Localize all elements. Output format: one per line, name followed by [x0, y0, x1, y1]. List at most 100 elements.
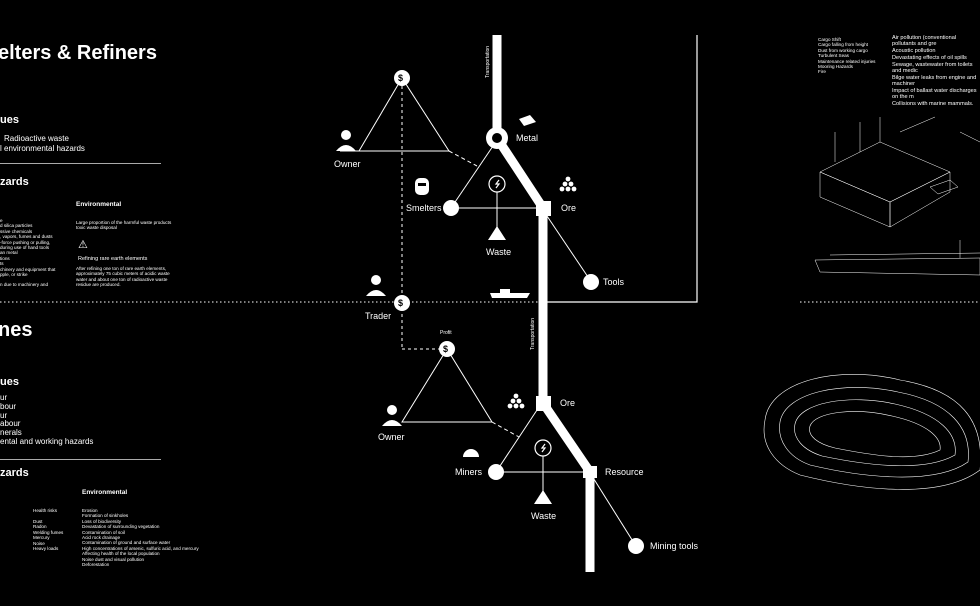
owner-icon-bottom — [382, 405, 402, 426]
list-item: abour — [0, 419, 21, 429]
dashed-link-bottom — [491, 421, 520, 438]
list-item: Fire — [818, 69, 826, 75]
waste-icon-top — [488, 226, 506, 240]
owner-triangle-bottom — [401, 348, 493, 423]
list-item: chinery and equipment that — [0, 266, 56, 272]
list-item: Large proportion of the harmful waste pr… — [76, 220, 172, 225]
smelters-hazards-heading: zards — [0, 176, 29, 188]
list-item: Collisions with marine mammals. — [892, 100, 974, 107]
list-item: After refining one ton of rare earth ele… — [76, 266, 167, 271]
ore-pile-icon — [559, 176, 577, 192]
mining-tools-label: Mining tools — [650, 541, 699, 551]
frame-line — [545, 35, 698, 303]
wrench-icon-mining — [628, 538, 644, 554]
list-item: Cargo Shift — [818, 37, 841, 42]
list-item: toxic waste disposal — [76, 225, 117, 231]
shipping-environmental-list: Air pollution (conventional pollutants a… — [892, 35, 978, 107]
open-pit-mine-drawing — [763, 374, 980, 490]
waste-icon-bottom — [534, 490, 552, 504]
dollar-glyph: $ — [443, 344, 449, 354]
transportation-label-top: Transportation — [485, 45, 491, 78]
smelters-node — [443, 200, 459, 216]
list-item: Radioactive waste — [4, 134, 69, 143]
ore-node-bottom — [536, 396, 551, 411]
list-item: Affecting health of the local population — [82, 551, 160, 557]
list-item: Loss of biodiversity — [82, 518, 122, 524]
list-item: Heavy loads — [33, 546, 59, 552]
smelters-environmental-heading: Environmental — [76, 201, 122, 208]
list-item: Impact of ballast water discharges on th… — [892, 87, 977, 100]
mines-issues-heading: ues — [0, 376, 19, 388]
dollar-icon-trader — [394, 295, 410, 311]
ore-node-top — [536, 201, 551, 216]
waste-label-bottom: Waste — [531, 511, 557, 521]
list-item: water and about one ton of radioactive w… — [76, 276, 168, 282]
warning-icon: ⚠ — [78, 239, 88, 251]
list-item: Formation of sinkholes — [82, 513, 129, 519]
list-item: Acid rock drainage — [82, 535, 121, 541]
list-item: pple, or strike — [0, 272, 28, 278]
mines-hazards-heading: zards — [0, 467, 29, 479]
mines-title: nes — [0, 319, 33, 341]
smelters-title: elters & Refiners — [0, 42, 157, 64]
transportation-label-mid: Transportation — [530, 317, 536, 350]
list-item: Radon — [33, 524, 47, 530]
list-item: Dust — [33, 519, 43, 524]
list-item: nerals — [0, 428, 22, 438]
warning-text: After refining one ton of rare earth ele… — [76, 266, 170, 288]
list-item: Devastation of surrounding vegetation — [82, 524, 160, 530]
list-item: approximately 75 cubic meters of acidic … — [76, 271, 170, 277]
cargo-ship-drawing — [814, 240, 980, 276]
list-item: ssive chemicals — [0, 228, 33, 234]
list-item: during use of hand tools — [0, 245, 50, 251]
mines-health-heading: Health risks — [33, 508, 57, 513]
dollar-glyph: $ — [398, 73, 404, 83]
smelters-environmental-text: Large proportion of the harmful waste pr… — [76, 220, 171, 231]
divider — [0, 163, 161, 164]
list-item: -force pushing or pulling, — [0, 239, 51, 245]
list-item: Devastating effects of oil spills — [892, 54, 967, 61]
dollar-icon-profit — [439, 341, 455, 357]
list-item: Deforestation — [82, 562, 110, 568]
list-item: , vapors, fumes and dusts — [0, 234, 53, 240]
list-item: ur — [0, 410, 8, 420]
wrench-icon — [583, 274, 599, 290]
list-item: Mercury — [33, 535, 50, 541]
list-item: Acoustic pollution — [892, 48, 936, 54]
list-item: Sewage, wastewater from toilets and medi… — [892, 61, 973, 74]
trader-icon — [366, 275, 386, 296]
welding-mask-icon — [415, 178, 429, 195]
ore-label-bottom: Ore — [560, 398, 576, 408]
owner-triangle-top — [358, 77, 450, 152]
owner-label-bottom: Owner — [378, 432, 405, 442]
dashed-link — [448, 150, 478, 167]
list-item: d silica particles — [0, 223, 33, 229]
list-item: Dust from working cargo — [818, 47, 868, 53]
resource-node — [583, 466, 597, 478]
profit-label: Profit — [440, 330, 452, 336]
miner-helmet-icon — [463, 449, 479, 457]
miners-label: Miners — [455, 467, 483, 477]
waste-label-top: Waste — [486, 247, 512, 257]
list-item: bour — [0, 401, 17, 411]
list-item: Maintenance related injuries — [818, 58, 876, 64]
list-item: Noise dust and visual pollution — [82, 556, 145, 562]
miners-node — [488, 464, 504, 480]
transport-path — [492, 35, 595, 572]
list-item: ur — [0, 393, 8, 402]
list-item: ts — [0, 261, 4, 267]
ship-icon — [490, 289, 530, 298]
warning-title: Refining rare earth elements — [78, 256, 148, 262]
list-item: High concentrations of arsenic, sulfuric… — [82, 545, 199, 551]
smelters-issues-heading: ues — [0, 114, 19, 126]
list-item: tions — [0, 255, 10, 261]
list-item: an metal — [0, 250, 18, 256]
list-item: n due to machinery and — [0, 282, 49, 288]
metal-label: Metal — [516, 133, 539, 143]
smelter-plant-drawing — [819, 116, 980, 228]
